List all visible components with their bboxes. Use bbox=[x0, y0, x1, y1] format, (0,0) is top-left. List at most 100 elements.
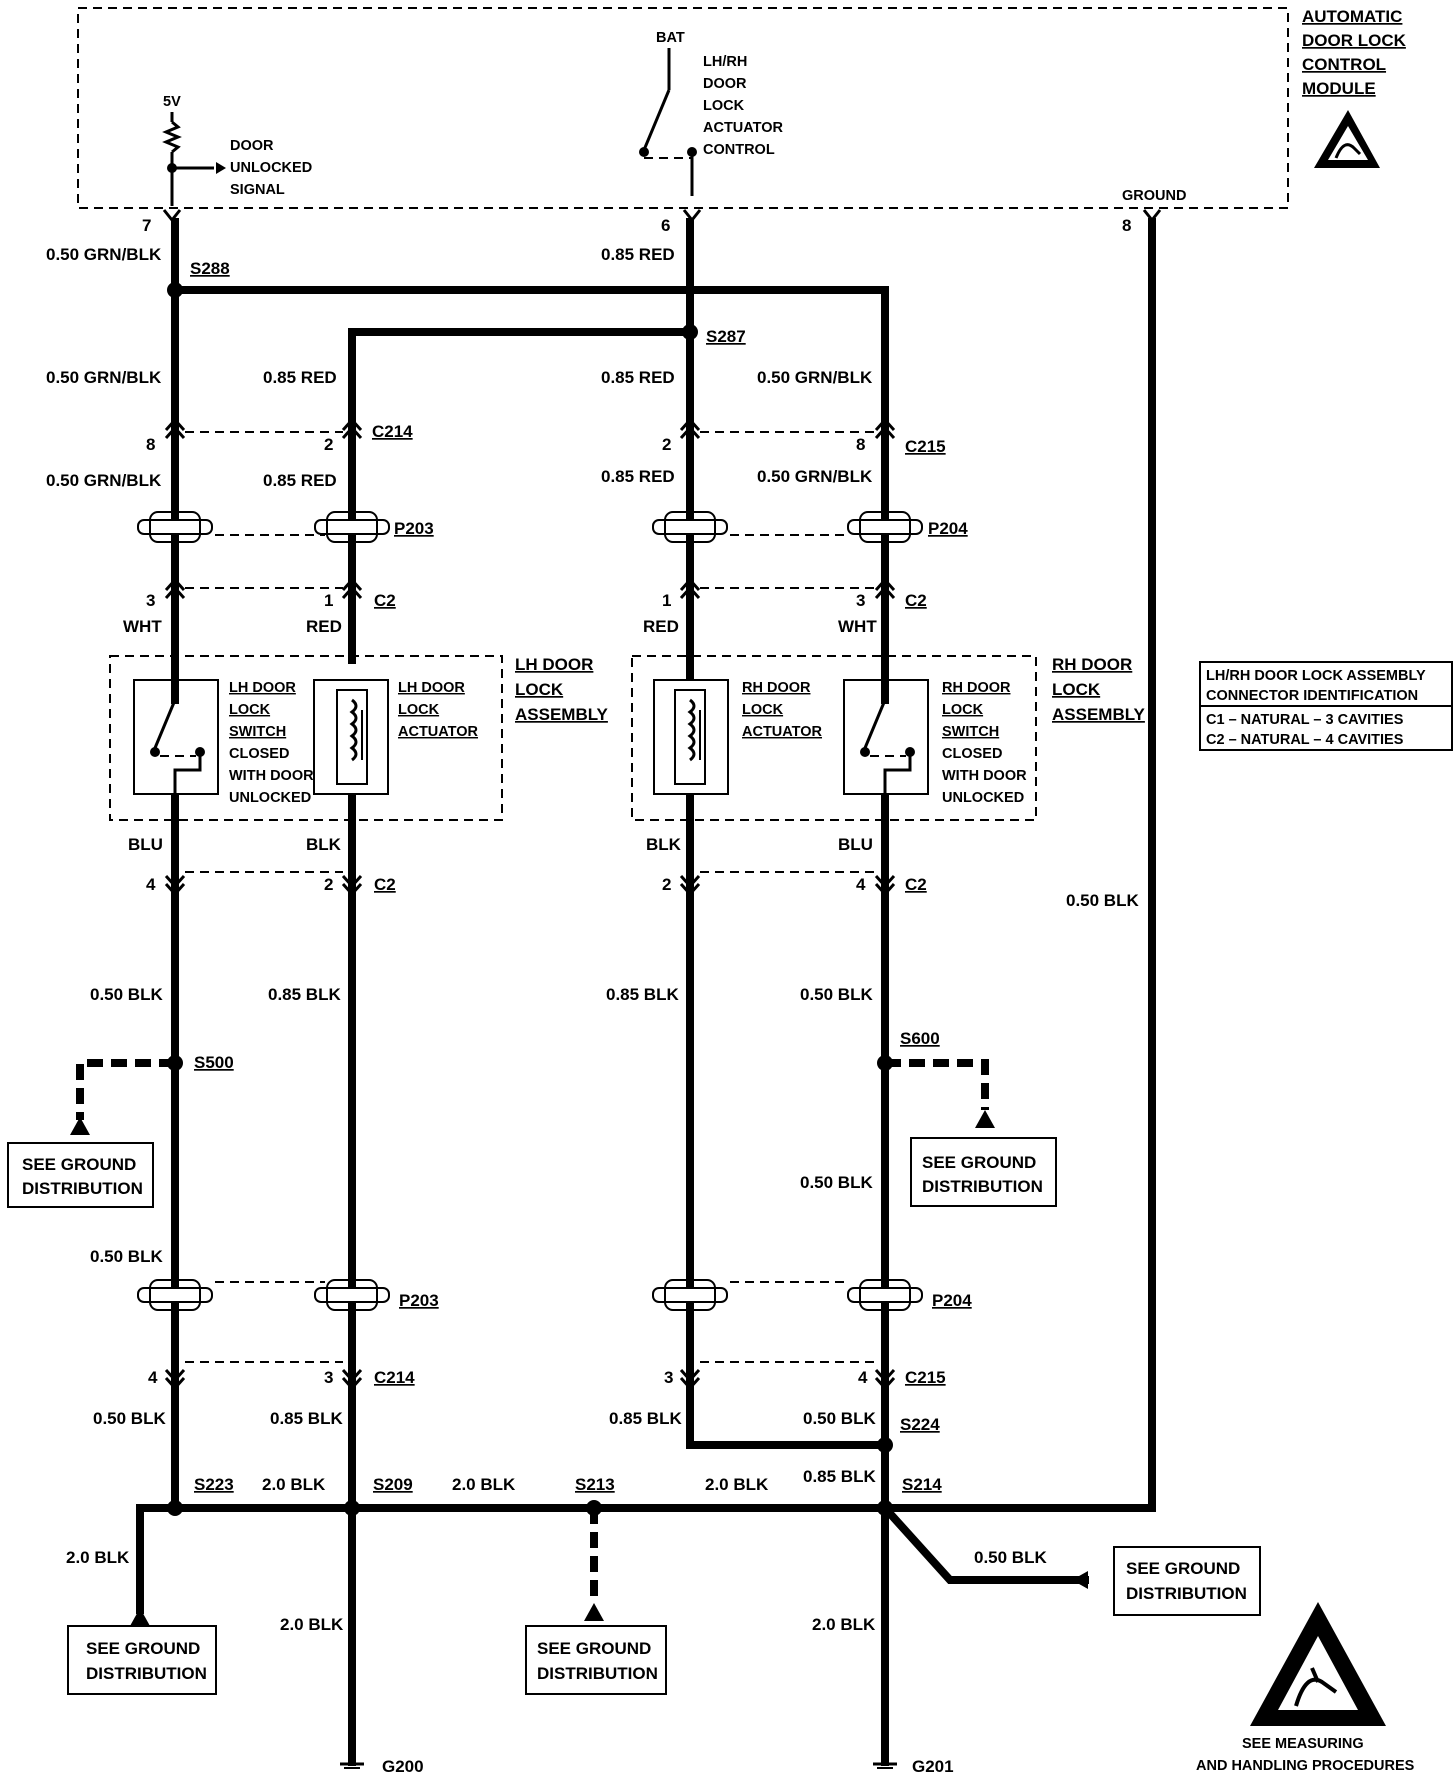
svg-text:2.0 BLK: 2.0 BLK bbox=[705, 1475, 769, 1494]
connector-links bbox=[185, 431, 876, 1363]
svg-text:8: 8 bbox=[856, 435, 865, 454]
lh-switch-label: LH DOOR LOCK SWITCH CLOSED WITH DOOR UNL… bbox=[229, 680, 314, 806]
svg-text:2: 2 bbox=[324, 875, 333, 894]
svg-text:WITH DOOR: WITH DOOR bbox=[229, 768, 314, 784]
svg-text:7: 7 bbox=[142, 216, 151, 235]
wire-labels: 0.50 GRN/BLK 0.85 RED 0.50 GRN/BLK 0.85 … bbox=[46, 245, 1139, 1634]
door-unlocked-signal-label: DOOR UNLOCKED SIGNAL bbox=[230, 138, 312, 198]
ground-g201: G201 bbox=[873, 1748, 954, 1772]
svg-text:LH/RH DOOR LOCK ASSEMBLY: LH/RH DOOR LOCK ASSEMBLY bbox=[1206, 668, 1426, 684]
svg-text:GROUND: GROUND bbox=[1122, 188, 1186, 204]
svg-text:2.0 BLK: 2.0 BLK bbox=[66, 1548, 130, 1567]
see-ground-box-upper-left: SEE GROUND DISTRIBUTION bbox=[7, 1117, 154, 1208]
svg-text:SIGNAL: SIGNAL bbox=[230, 182, 285, 198]
svg-text:LOCK: LOCK bbox=[942, 702, 984, 718]
svg-text:C2: C2 bbox=[374, 591, 396, 610]
svg-text:3: 3 bbox=[324, 1368, 333, 1387]
svg-text:SEE GROUND: SEE GROUND bbox=[86, 1639, 200, 1658]
svg-text:BLU: BLU bbox=[838, 835, 873, 854]
rh-actuator-label: RH DOOR LOCK ACTUATOR bbox=[742, 680, 823, 740]
splice-labels: S288 S287 S500 S600 S224 S223 S209 S213 … bbox=[190, 259, 942, 1494]
svg-text:S213: S213 bbox=[575, 1475, 615, 1494]
svg-text:SWITCH: SWITCH bbox=[229, 724, 286, 740]
connector-id-table: LH/RH DOOR LOCK ASSEMBLY CONNECTOR IDENT… bbox=[1199, 661, 1453, 751]
svg-text:SEE MEASURING: SEE MEASURING bbox=[1242, 1736, 1364, 1752]
module-boundary bbox=[77, 7, 1289, 209]
svg-text:ACTUATOR: ACTUATOR bbox=[703, 120, 784, 136]
svg-text:G201: G201 bbox=[912, 1757, 954, 1772]
svg-text:0.50 BLK: 0.50 BLK bbox=[803, 1409, 876, 1428]
svg-text:8: 8 bbox=[1122, 216, 1131, 235]
svg-text:CLOSED: CLOSED bbox=[229, 746, 289, 762]
svg-text:0.50 GRN/BLK: 0.50 GRN/BLK bbox=[46, 245, 162, 264]
svg-text:1: 1 bbox=[662, 591, 671, 610]
svg-text:BLU: BLU bbox=[128, 835, 163, 854]
svg-text:WITH DOOR: WITH DOOR bbox=[942, 768, 1027, 784]
svg-text:0.85 RED: 0.85 RED bbox=[601, 368, 675, 387]
svg-text:S287: S287 bbox=[706, 327, 746, 346]
svg-text:0.85 BLK: 0.85 BLK bbox=[803, 1467, 876, 1486]
svg-text:G200: G200 bbox=[382, 1757, 424, 1772]
svg-text:AUTOMATIC: AUTOMATIC bbox=[1302, 7, 1402, 26]
rh-switch-label: RH DOOR LOCK SWITCH CLOSED WITH DOOR UNL… bbox=[942, 680, 1027, 806]
svg-text:BAT: BAT bbox=[656, 30, 685, 46]
svg-text:RH DOOR: RH DOOR bbox=[942, 680, 1011, 696]
svg-text:BLK: BLK bbox=[306, 835, 342, 854]
svg-text:0.50 BLK: 0.50 BLK bbox=[1066, 891, 1139, 910]
svg-text:LOCK: LOCK bbox=[515, 680, 564, 699]
pullup-resistor bbox=[162, 120, 182, 154]
svg-text:SEE GROUND: SEE GROUND bbox=[22, 1155, 136, 1174]
esd-note: SEE MEASURING AND HANDLING PROCEDURES bbox=[1196, 1736, 1415, 1772]
svg-text:BLK: BLK bbox=[646, 835, 682, 854]
arrow-right-icon bbox=[216, 162, 226, 174]
svg-text:0.50 BLK: 0.50 BLK bbox=[93, 1409, 166, 1428]
svg-text:0.50 BLK: 0.50 BLK bbox=[90, 985, 163, 1004]
svg-text:S288: S288 bbox=[190, 259, 230, 278]
svg-text:LH DOOR: LH DOOR bbox=[515, 655, 593, 674]
svg-text:2: 2 bbox=[662, 875, 671, 894]
esd-warning-icon bbox=[1314, 110, 1380, 168]
svg-text:0.50 GRN/BLK: 0.50 GRN/BLK bbox=[46, 368, 162, 387]
svg-text:0.50 GRN/BLK: 0.50 GRN/BLK bbox=[757, 467, 873, 486]
grommets bbox=[137, 511, 923, 1311]
svg-text:LOCK: LOCK bbox=[398, 702, 440, 718]
lh-actuator-label: LH DOOR LOCK ACTUATOR bbox=[398, 680, 479, 740]
svg-text:DISTRIBUTION: DISTRIBUTION bbox=[922, 1177, 1043, 1196]
svg-text:AND HANDLING PROCEDURES: AND HANDLING PROCEDURES bbox=[1196, 1758, 1415, 1772]
svg-text:0.85 RED: 0.85 RED bbox=[601, 245, 675, 264]
svg-text:LH DOOR: LH DOOR bbox=[398, 680, 465, 696]
splice-dots bbox=[167, 282, 893, 1516]
svg-text:4: 4 bbox=[858, 1368, 868, 1387]
see-ground-box-lower-right: SEE GROUND DISTRIBUTION bbox=[1072, 1546, 1261, 1616]
svg-text:CLOSED: CLOSED bbox=[942, 746, 1002, 762]
svg-text:0.85 BLK: 0.85 BLK bbox=[270, 1409, 343, 1428]
svg-text:6: 6 bbox=[661, 216, 670, 235]
svg-text:CONTROL: CONTROL bbox=[703, 142, 775, 158]
svg-text:C215: C215 bbox=[905, 437, 946, 456]
svg-text:UNLOCKED: UNLOCKED bbox=[230, 160, 312, 176]
connector-pins bbox=[164, 417, 896, 1391]
rh-actuator-coil-icon bbox=[687, 698, 696, 762]
svg-text:CONNECTOR IDENTIFICATION: CONNECTOR IDENTIFICATION bbox=[1206, 688, 1418, 704]
svg-text:UNLOCKED: UNLOCKED bbox=[942, 790, 1024, 806]
svg-text:0.50 BLK: 0.50 BLK bbox=[90, 1247, 163, 1266]
rh-assembly-boundary bbox=[631, 655, 1037, 821]
svg-text:DOOR: DOOR bbox=[230, 138, 274, 154]
svg-text:ASSEMBLY: ASSEMBLY bbox=[1052, 705, 1146, 724]
svg-text:ACTUATOR: ACTUATOR bbox=[398, 724, 479, 740]
svg-text:LOCK: LOCK bbox=[1052, 680, 1101, 699]
see-ground-box-lower-middle: SEE GROUND DISTRIBUTION bbox=[525, 1603, 667, 1695]
esd-large-warning-icon bbox=[1250, 1602, 1386, 1726]
svg-text:C2: C2 bbox=[905, 875, 927, 894]
svg-text:0.50 GRN/BLK: 0.50 GRN/BLK bbox=[46, 471, 162, 490]
svg-text:LOCK: LOCK bbox=[703, 98, 745, 114]
pin-numbers: 8 2 2 8 3 1 1 3 4 2 2 4 4 3 3 4 bbox=[146, 435, 868, 1387]
svg-text:RED: RED bbox=[306, 617, 342, 636]
svg-text:S224: S224 bbox=[900, 1415, 940, 1434]
svg-text:0.85 BLK: 0.85 BLK bbox=[268, 985, 341, 1004]
svg-text:C215: C215 bbox=[905, 1368, 946, 1387]
svg-text:WHT: WHT bbox=[123, 617, 162, 636]
svg-text:2.0 BLK: 2.0 BLK bbox=[262, 1475, 326, 1494]
svg-text:LH/RH: LH/RH bbox=[703, 54, 747, 70]
